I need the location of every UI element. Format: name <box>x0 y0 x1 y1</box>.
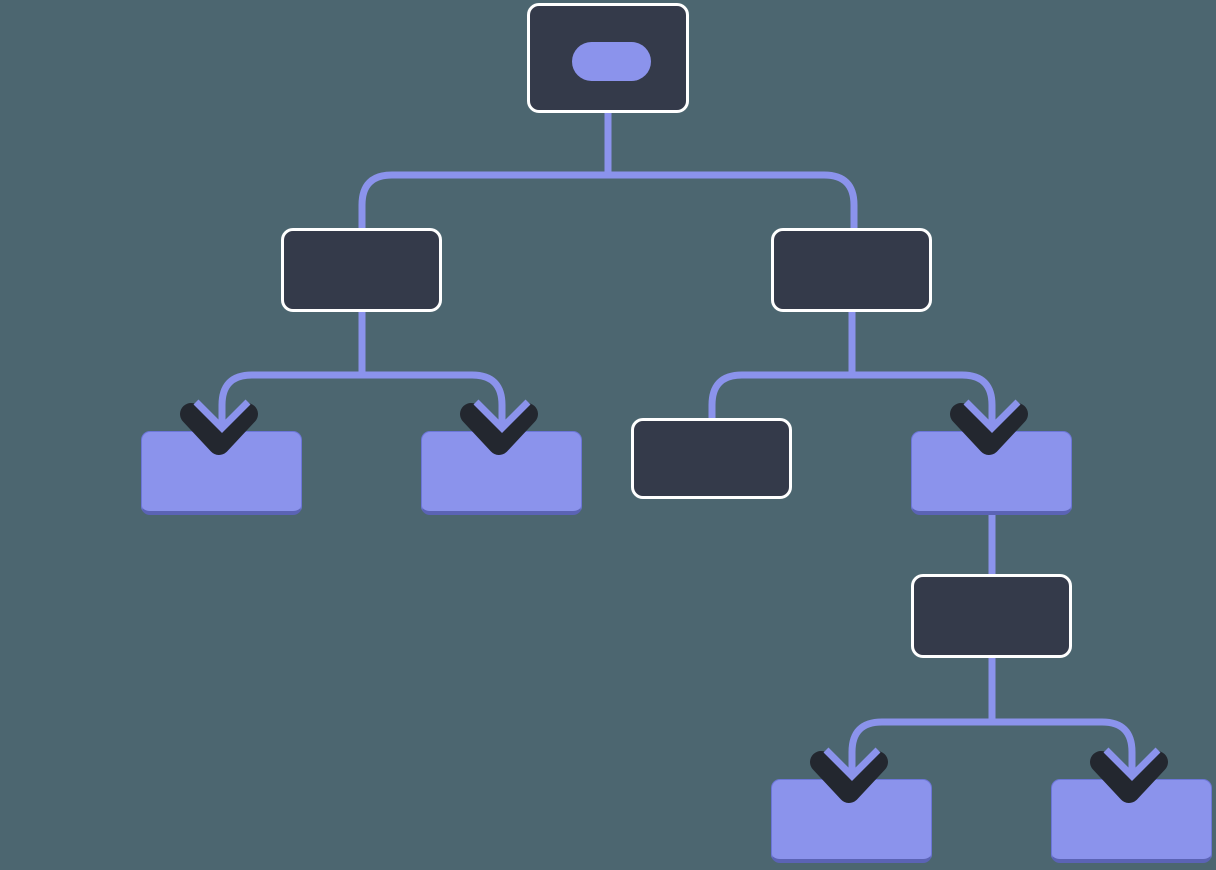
terminal-node-dark[interactable] <box>631 418 792 499</box>
level2-node-right[interactable] <box>771 228 932 312</box>
level2-node-left[interactable] <box>281 228 442 312</box>
leaf-node-3[interactable] <box>771 779 932 863</box>
root-node[interactable] <box>527 3 689 113</box>
branch-node-purple[interactable] <box>911 431 1072 515</box>
leaf-node-4[interactable] <box>1051 779 1212 863</box>
leaf-node-1[interactable] <box>141 431 302 515</box>
leaf-node-2[interactable] <box>421 431 582 515</box>
root-node-pill <box>572 42 651 81</box>
level4-node[interactable] <box>911 574 1072 658</box>
